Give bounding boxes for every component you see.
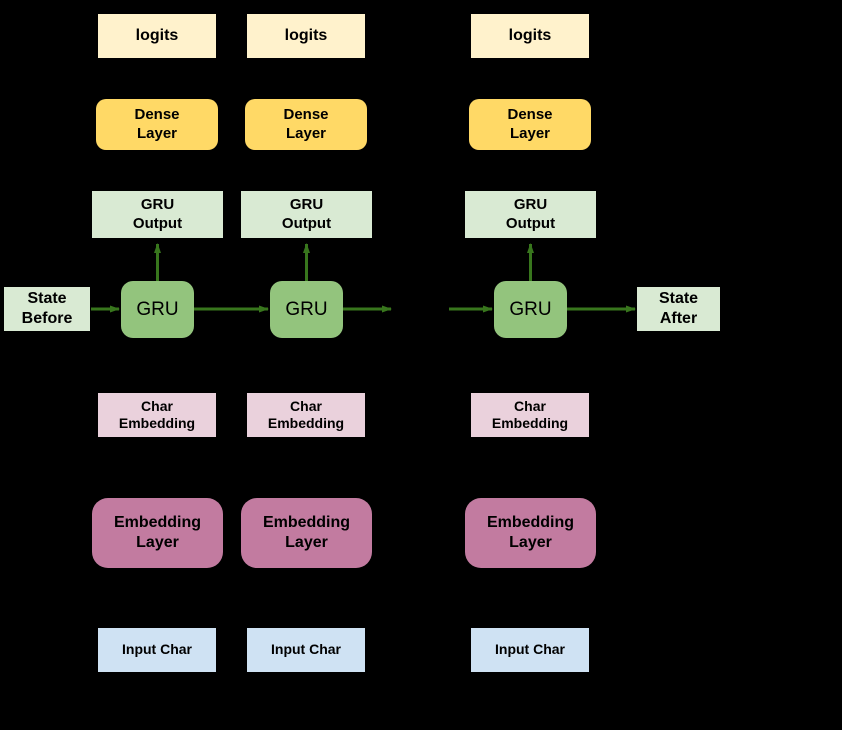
embedding-layer-box: Embedding Layer: [241, 498, 372, 568]
gru-output-box: GRU Output: [241, 191, 372, 238]
state-before-box: State Before: [4, 287, 90, 331]
logits-box: logits: [247, 14, 365, 58]
dense-layer-box: Dense Layer: [245, 99, 367, 150]
input-char-box: Input Char: [98, 628, 216, 672]
gru-box: GRU: [121, 281, 194, 338]
logits-box: logits: [98, 14, 216, 58]
input-char-box: Input Char: [247, 628, 365, 672]
dense-layer-box: Dense Layer: [469, 99, 591, 150]
gru-box: GRU: [494, 281, 567, 338]
gru-output-box: GRU Output: [465, 191, 596, 238]
gru-output-box: GRU Output: [92, 191, 223, 238]
char-embedding-box: Char Embedding: [471, 393, 589, 437]
embedding-layer-box: Embedding Layer: [465, 498, 596, 568]
embedding-layer-box: Embedding Layer: [92, 498, 223, 568]
input-char-box: Input Char: [471, 628, 589, 672]
logits-box: logits: [471, 14, 589, 58]
char-embedding-box: Char Embedding: [98, 393, 216, 437]
dense-layer-box: Dense Layer: [96, 99, 218, 150]
gru-box: GRU: [270, 281, 343, 338]
state-after-box: State After: [637, 287, 720, 331]
char-embedding-box: Char Embedding: [247, 393, 365, 437]
